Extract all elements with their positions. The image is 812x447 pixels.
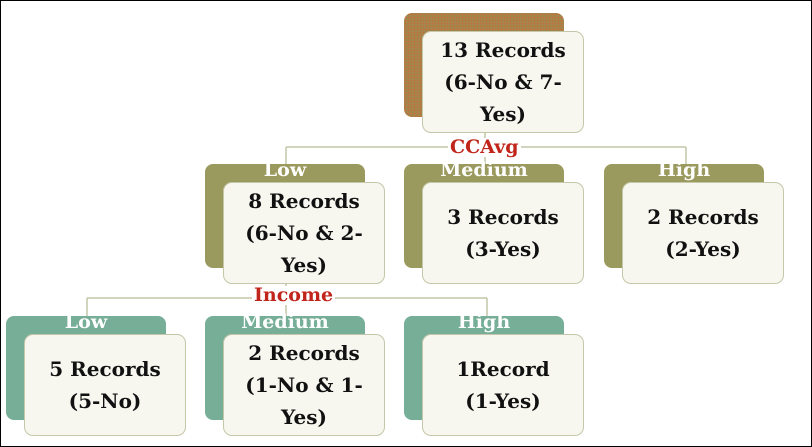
records-breakdown: (2-Yes) xyxy=(665,237,741,261)
node-income-low-card: 5 Records (5-No) xyxy=(24,334,186,436)
records-breakdown: (1-No & 1- xyxy=(245,373,363,397)
node-ccavg-high-card: 2 Records (2-Yes) xyxy=(622,182,784,284)
split-label-income: Income xyxy=(252,284,336,306)
node-ccavg-medium: Medium 3 Records (3-Yes) xyxy=(404,161,584,284)
node-ccavg-medium-card: 3 Records (3-Yes) xyxy=(422,182,584,284)
records-count: 5 Records xyxy=(49,357,161,381)
records-count: 8 Records xyxy=(248,189,360,213)
node-income-high-card: 1Record (1-Yes) xyxy=(422,334,584,436)
root-node-card: 13 Records (6-No & 7- Yes) xyxy=(422,31,584,133)
records-count: 2 Records xyxy=(248,341,360,365)
node-income-medium-card: 2 Records (1-No & 1- Yes) xyxy=(223,334,385,436)
records-count: 1Record xyxy=(456,357,550,381)
root-records: 13 Records xyxy=(440,38,566,62)
node-ccavg-low: Low 8 Records (6-No & 2- Yes) xyxy=(205,161,385,284)
records-breakdown-cont: Yes) xyxy=(281,253,327,277)
records-count: 3 Records xyxy=(447,205,559,229)
node-ccavg-high: High 2 Records (2-Yes) xyxy=(604,161,784,284)
records-count: 2 Records xyxy=(647,205,759,229)
records-breakdown: (3-Yes) xyxy=(465,237,541,261)
root-breakdown: (6-No & 7- xyxy=(444,70,562,94)
node-income-medium: Medium 2 Records (1-No & 1- Yes) xyxy=(205,313,385,436)
node-ccavg-low-card: 8 Records (6-No & 2- Yes) xyxy=(223,182,385,284)
root-node: 13 Records (6-No & 7- Yes) xyxy=(404,13,584,133)
records-breakdown: (1-Yes) xyxy=(465,389,541,413)
records-breakdown: (6-No & 2- xyxy=(245,221,363,245)
node-income-high: High 1Record (1-Yes) xyxy=(404,313,584,436)
records-breakdown-cont: Yes) xyxy=(281,405,327,429)
split-label-ccavg: CCAvg xyxy=(448,136,521,158)
records-breakdown: (5-No) xyxy=(68,389,142,413)
node-income-low: Low 5 Records (5-No) xyxy=(6,313,186,436)
root-breakdown-cont: Yes) xyxy=(480,102,526,126)
